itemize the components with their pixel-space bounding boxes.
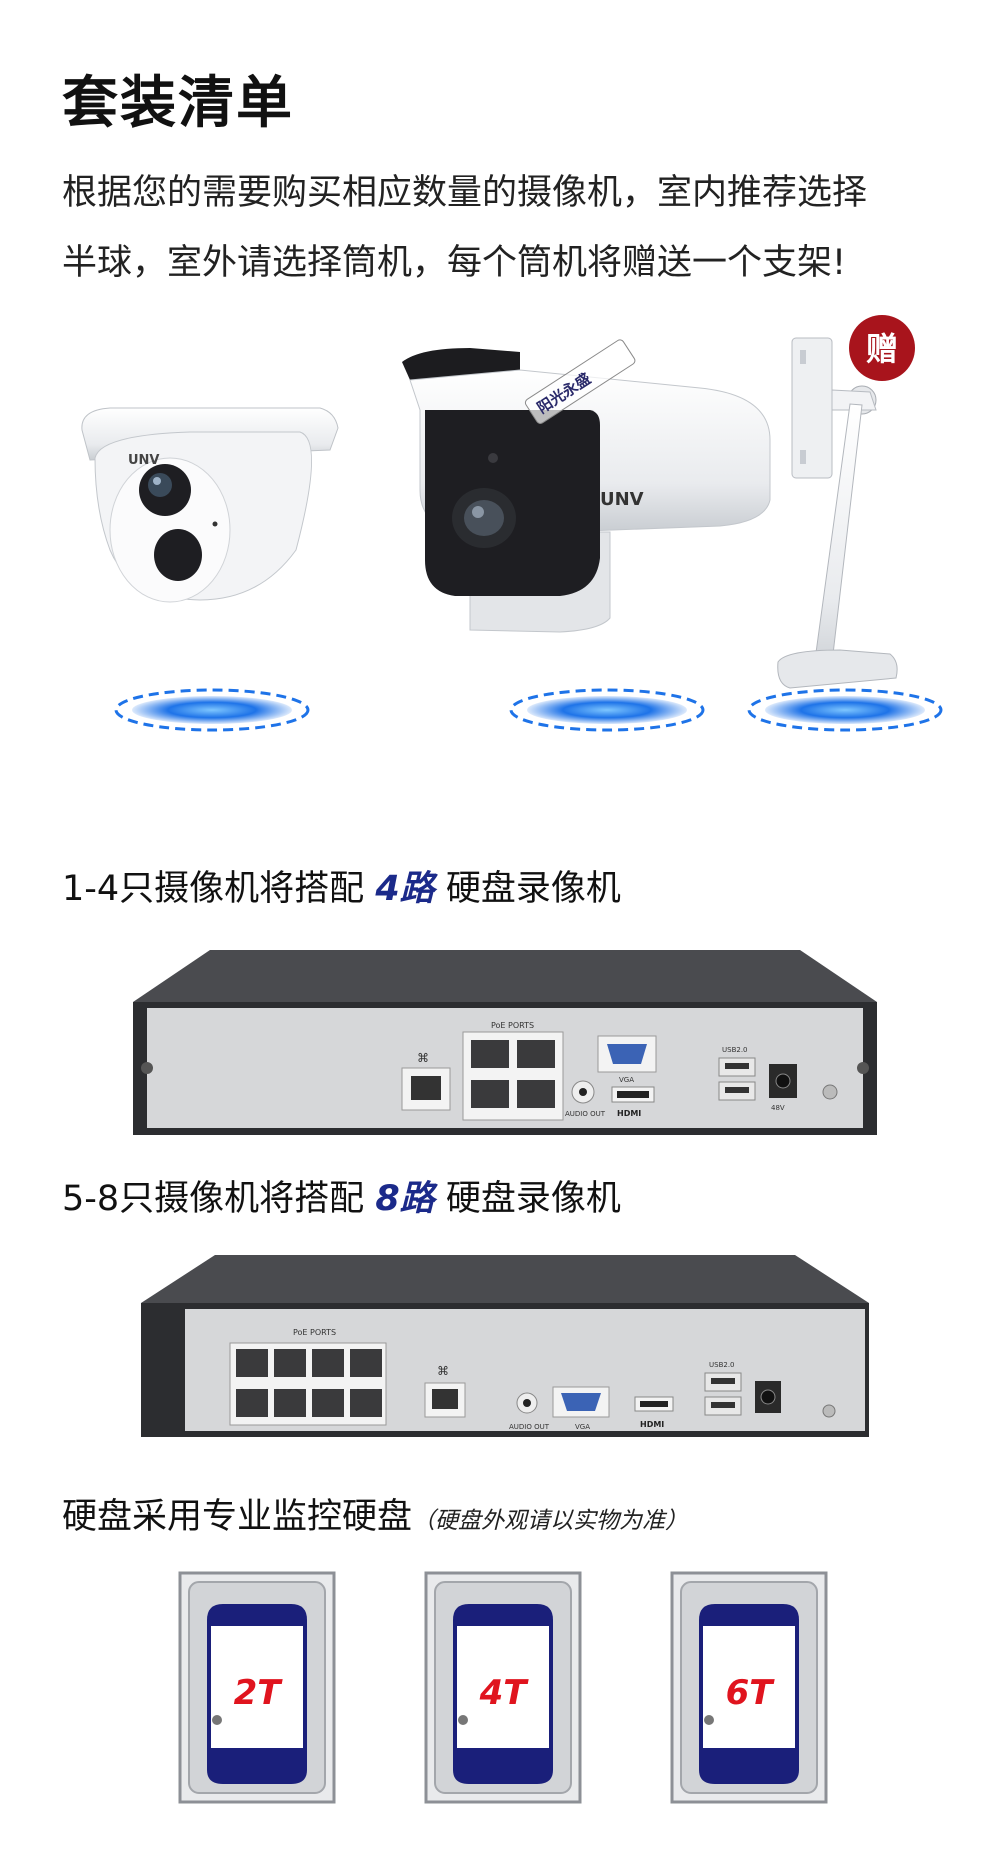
svg-text:⌘: ⌘ [417,1051,429,1065]
nvr4-audio-label: AUDIO OUT [565,1110,606,1118]
nvr8-lan-port: ⌘ [424,1364,466,1418]
nvr4-heading-prefix: 1-4只摄像机将搭配 [62,869,365,909]
nvr8-audio-label: AUDIO OUT [509,1423,550,1431]
camera-lineup: UNV UNV 阳光永盛 赠 [81,315,943,732]
nvr4-poe-label: PoE PORTS [491,1021,534,1030]
disk-4t: 4T [424,1571,582,1804]
disk-row: 2T 4T 6T [0,1570,990,1810]
nvr8-vga-port: VGA [552,1386,610,1431]
gift-badge: 赠 [849,315,915,381]
nvr8-usb-label: USB2.0 [709,1361,735,1369]
bullet-brand-text: UNV [600,489,644,510]
nvr8-poe-label: PoE PORTS [293,1328,336,1337]
nvr4-heading-suffix: 硬盘录像机 [445,869,621,909]
nvr4-usb-ports: USB2.0 [718,1046,756,1101]
nvr4-hdmi-label: HDMI [617,1109,641,1118]
nvr4-vga-port: VGA [597,1035,657,1084]
disk-2t: 2T [178,1571,336,1804]
intro-line-2: 半球，室外请选择筒机，每个筒机将赠送一个支架! [62,243,847,283]
glow-disc-dome [114,688,310,732]
nvr4-device: ⌘ PoE PORTS AUDIO OUT VGA HDMI USB2.0 [133,950,877,1135]
svg-text:⌘: ⌘ [437,1364,449,1378]
disk-6t: 6T [670,1571,828,1804]
dome-brand-text: UNV [128,453,160,468]
disk-heading: 硬盘采用专业监控硬盘（硬盘外观请以实物为准） [62,1488,688,1539]
bullet-camera: UNV [402,348,771,633]
nvr4-usb-label: USB2.0 [722,1046,748,1054]
nvr4-poe-ports: PoE PORTS [462,1021,564,1121]
glow-disc-bullet [509,688,705,732]
intro-line-1: 根据您的需要购买相应数量的摄像机，室内推荐选择 [62,173,868,213]
nvr4-heading: 1-4只摄像机将搭配 4路 硬盘录像机 [62,860,621,911]
nvr4-hdmi-port: HDMI [611,1086,655,1118]
page-title: 套装清单 [62,71,294,136]
nvr4-heading-highlight: 4路 [375,869,435,909]
glow-disc-bracket [747,688,943,732]
nvr4-power-port: 48V [769,1064,797,1112]
nvr8-device: PoE PORTS ⌘ AUDIO OUT VGA HDMI USB2.0 [141,1255,869,1437]
disk-heading-note: （硬盘外观请以实物为准） [412,1508,689,1534]
nvr8-power-port [755,1381,781,1413]
disk-2t-label: 2T [234,1673,284,1713]
gift-badge-text: 赠 [866,330,898,368]
intro-text: 根据您的需要购买相应数量的摄像机，室内推荐选择 半球，室外请选择筒机，每个筒机将… [62,158,942,298]
dome-camera: UNV [81,407,339,603]
nvr8-heading: 5-8只摄像机将搭配 8路 硬盘录像机 [62,1170,621,1221]
nvr4-lan-port: ⌘ [401,1051,451,1111]
nvr8-poe-ports: PoE PORTS [229,1328,387,1426]
nvr8-heading-suffix: 硬盘录像机 [445,1179,621,1219]
nvr4-vga-label: VGA [619,1076,634,1084]
nvr8-usb-ports: USB2.0 [704,1361,742,1416]
nvr4-audio-port: AUDIO OUT [565,1080,606,1118]
nvr8-hdmi-port: HDMI [634,1396,674,1429]
nvr8-audio-port: AUDIO OUT [509,1392,550,1431]
nvr4-power-label: 48V [771,1104,785,1112]
nvr8-heading-highlight: 8路 [375,1179,435,1219]
bracket [777,337,898,689]
disk-4t-label: 4T [479,1673,530,1713]
disk-6t-label: 6T [726,1673,776,1713]
disk-heading-text: 硬盘采用专业监控硬盘 [62,1497,413,1537]
nvr8-heading-prefix: 5-8只摄像机将搭配 [62,1179,365,1219]
nvr8-vga-label: VGA [575,1423,590,1431]
nvr8-hdmi-label: HDMI [640,1420,664,1429]
